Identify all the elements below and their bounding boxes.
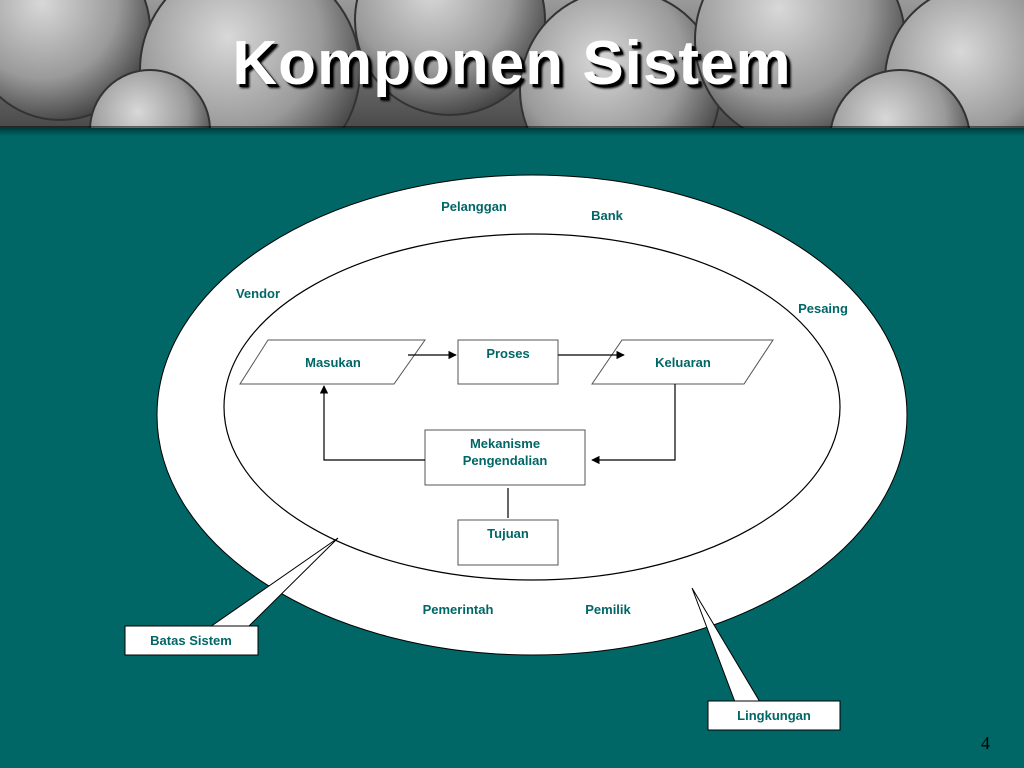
label-pesaing: Pesaing [798,301,848,316]
label-pemerintah: Pemerintah [423,602,494,617]
callout-box-batas-sistem [124,625,259,656]
label-pengendalian: Pengendalian [463,453,548,468]
arrow-mekanisme-to-masukan [319,385,425,461]
callout-box-lingkungan [707,700,841,731]
arrow-keluaran-to-mekanisme [591,384,676,465]
label-vendor: Vendor [236,286,280,301]
label-lingkungan: Lingkungan [737,708,811,723]
label-pemilik: Pemilik [585,602,631,617]
keluaran-shape [591,339,774,385]
coins-background [0,0,1024,128]
label-masukan: Masukan [305,355,361,370]
label-tujuan: Tujuan [487,526,529,541]
system-boundary-ellipse [223,233,841,581]
page-number: 4 [981,733,990,753]
masukan-shape [239,339,426,385]
header-shadow [0,126,1024,136]
mekanisme-pengendalian-box [424,429,586,486]
header-banner [0,0,1024,128]
label-mekanisme: Mekanisme [470,436,540,451]
tujuan-box [457,519,559,566]
label-bank: Bank [591,208,624,223]
label-keluaran: Keluaran [655,355,711,370]
proses-box [457,339,559,385]
label-batas-sistem: Batas Sistem [150,633,232,648]
label-pelanggan: Pelanggan [441,199,507,214]
label-proses: Proses [486,346,529,361]
slide-title: Komponen Sistem [232,29,792,98]
